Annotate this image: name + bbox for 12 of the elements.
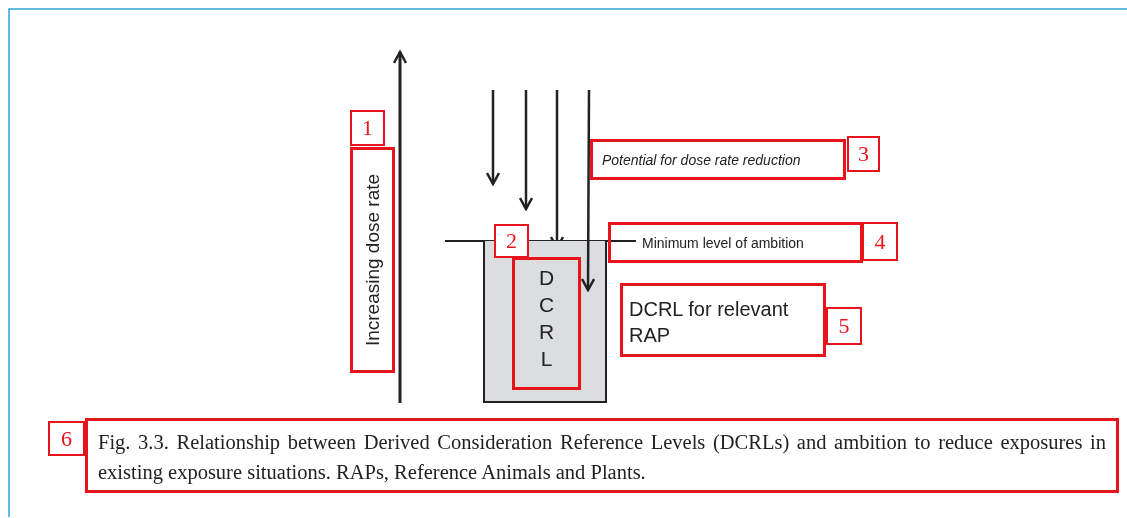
callout-number: 3	[847, 136, 880, 172]
callout-number: 2	[494, 224, 529, 258]
axis-label: Increasing dose rate	[350, 147, 395, 373]
annotation-text: Minimum level of ambition	[608, 222, 863, 263]
callout-number: 4	[862, 222, 898, 261]
annotation-text: Potential for dose rate reduction	[590, 139, 846, 180]
callout-number: 1	[350, 110, 385, 146]
callout-number: 6	[48, 421, 85, 456]
box-label: D C R L	[512, 257, 581, 390]
callout-number: 5	[826, 307, 862, 345]
figure-caption: Fig. 3.3. Relationship between Derived Consideration Reference Levels (DCRLs) and ambition to reduce exposures in existing exposure situations. RAPs, Reference Animals and Plants.	[85, 418, 1119, 493]
annotation-text: DCRL for relevant RAP	[620, 283, 826, 357]
